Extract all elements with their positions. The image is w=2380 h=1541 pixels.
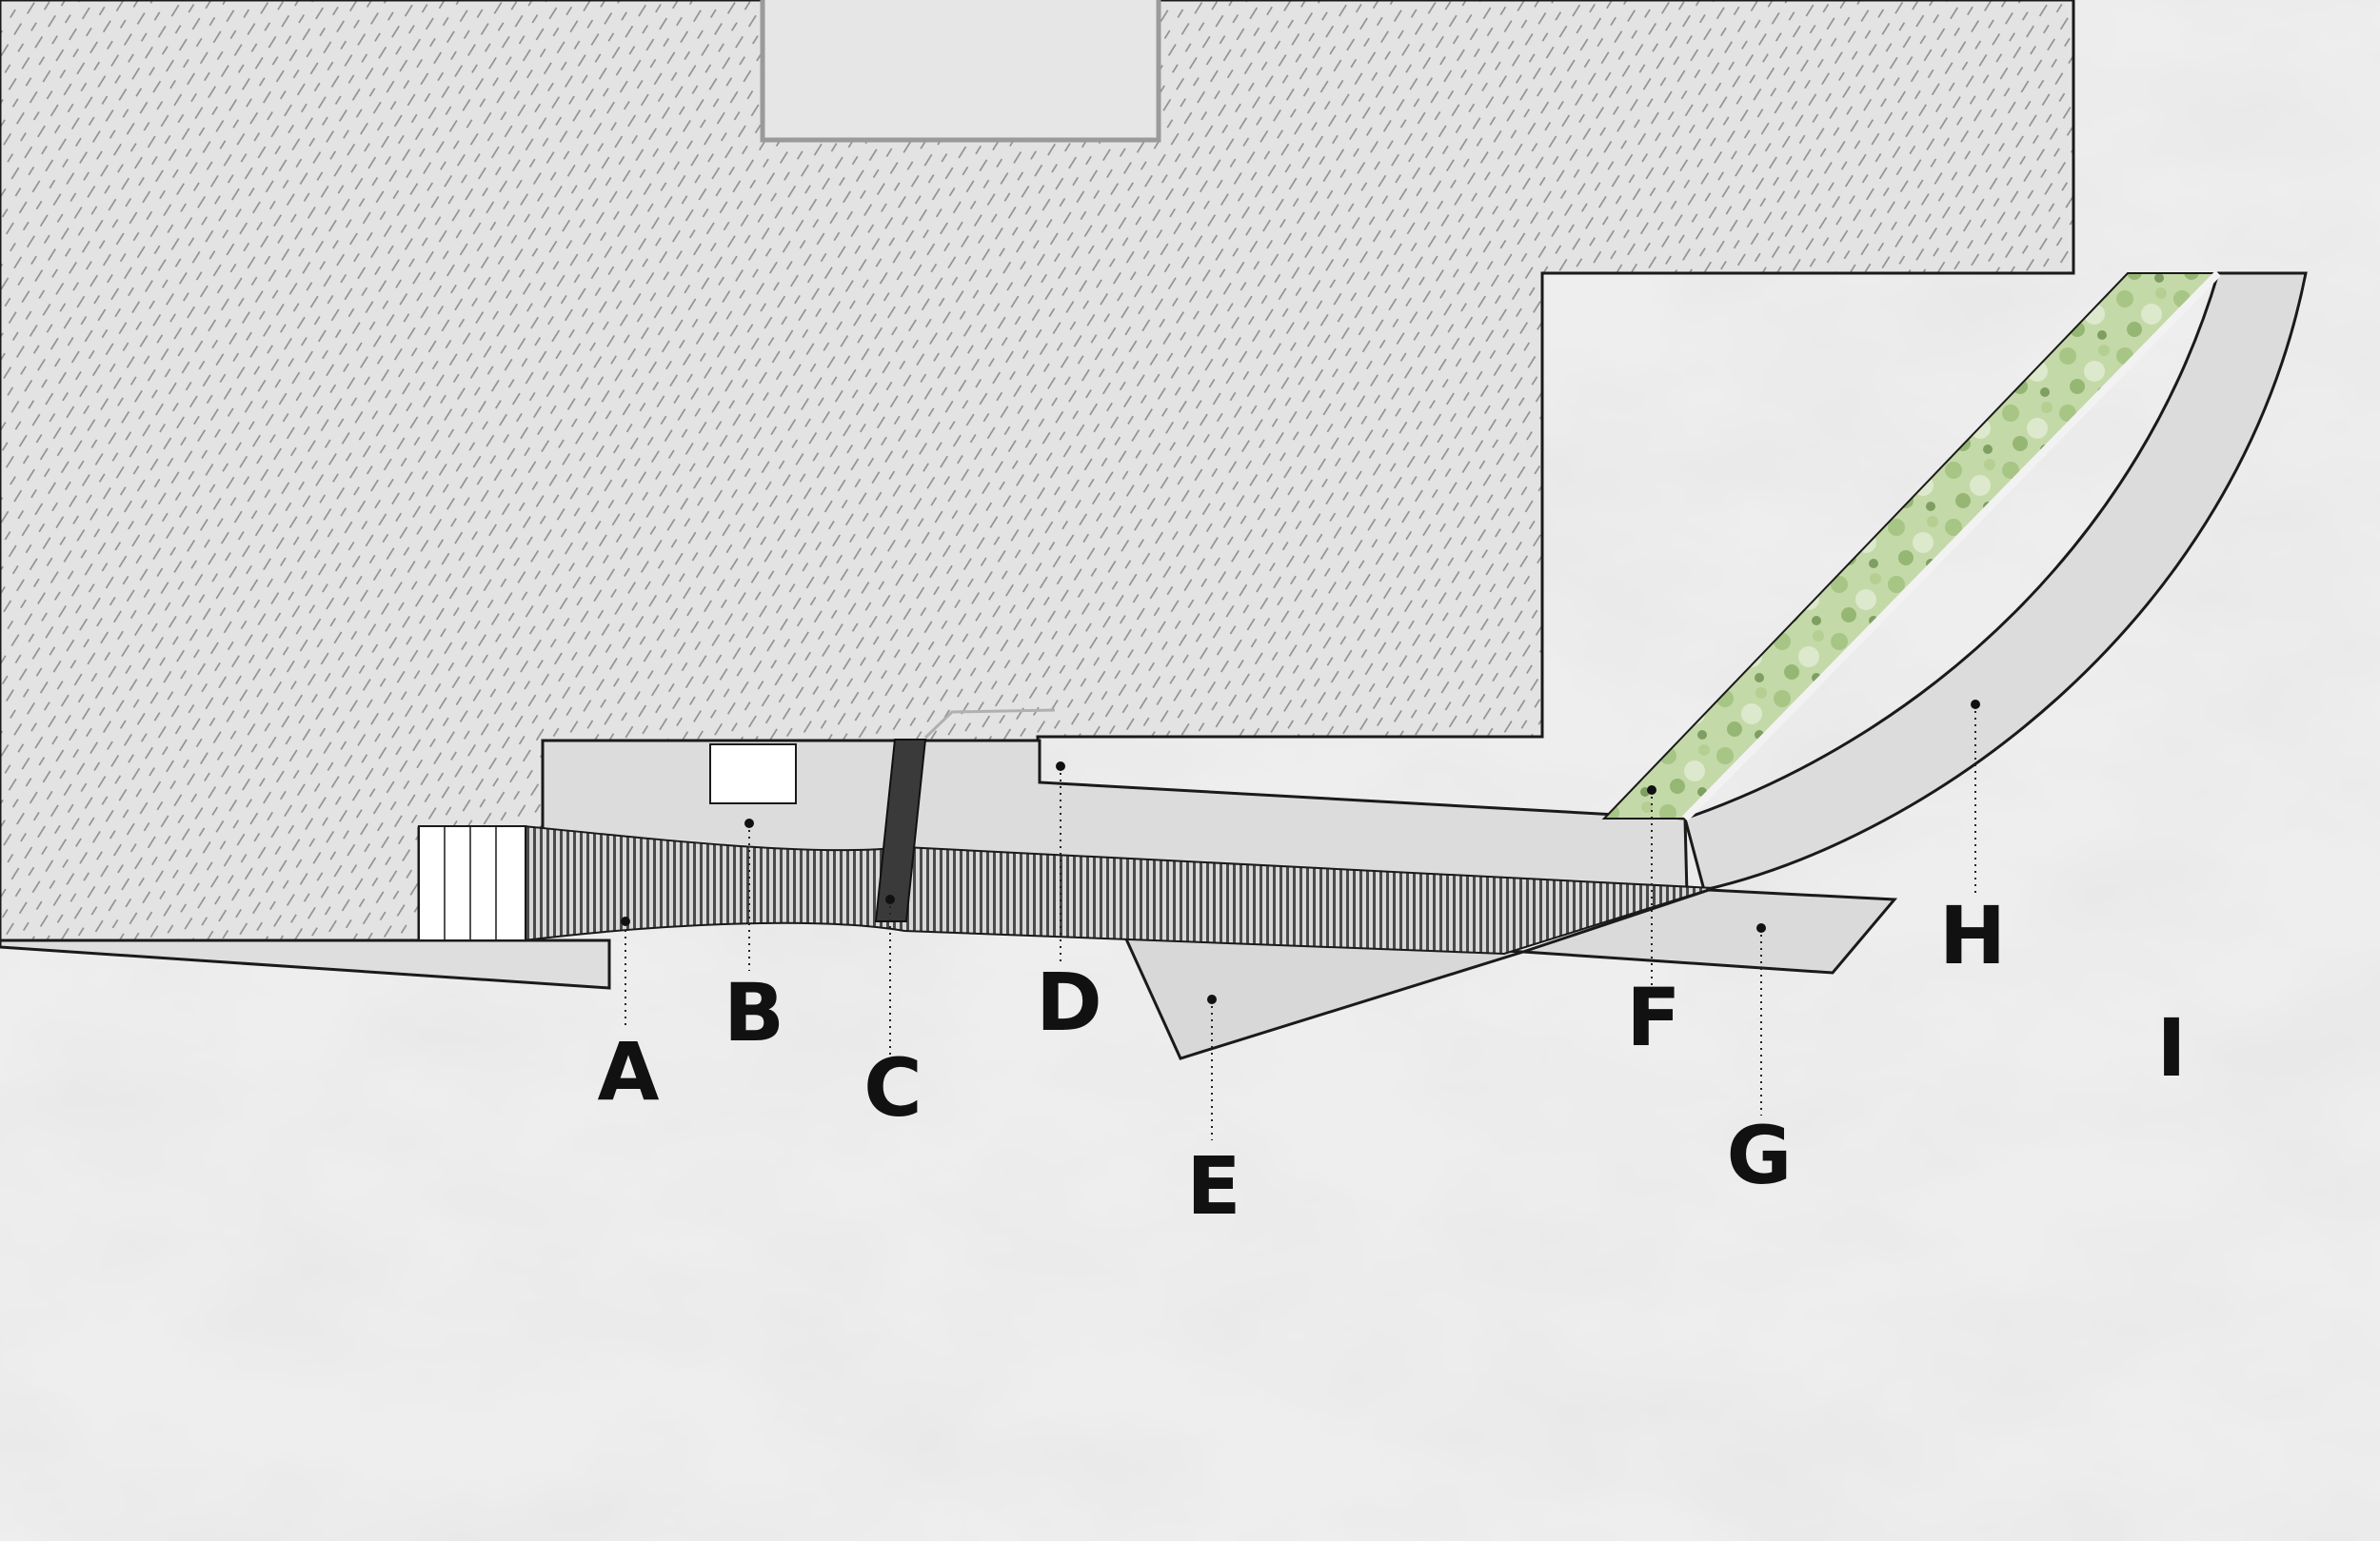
dot-h	[1971, 700, 1980, 709]
dot-c	[885, 895, 895, 904]
curved-ramp-h	[1683, 271, 2308, 892]
planter-g	[1522, 888, 1898, 975]
leader-lines	[625, 704, 1976, 1140]
label-h: H	[1939, 889, 2006, 982]
dot-e	[1207, 995, 1217, 1004]
dot-b	[744, 819, 754, 828]
dot-g	[1756, 923, 1766, 933]
dot-f	[1647, 785, 1656, 795]
annotation-tick	[923, 708, 1056, 740]
ledge-strip	[0, 938, 611, 990]
vegetation-edge	[1682, 270, 2221, 821]
label-b: B	[724, 966, 784, 1059]
wall-c	[874, 739, 927, 922]
steps	[418, 825, 526, 941]
dot-a	[621, 917, 630, 926]
label-f: F	[1626, 971, 1680, 1064]
label-i: I	[2156, 1001, 2186, 1095]
label-c: C	[863, 1041, 922, 1135]
opening-b	[709, 743, 797, 804]
striped-band	[523, 824, 1715, 956]
label-e: E	[1186, 1139, 1240, 1233]
label-g: G	[1727, 1109, 1793, 1202]
label-a: A	[597, 1025, 659, 1118]
label-d: D	[1036, 956, 1102, 1049]
dot-d	[1056, 761, 1065, 771]
leader-dots	[621, 700, 1980, 1004]
courtyard-void	[760, 0, 1161, 143]
